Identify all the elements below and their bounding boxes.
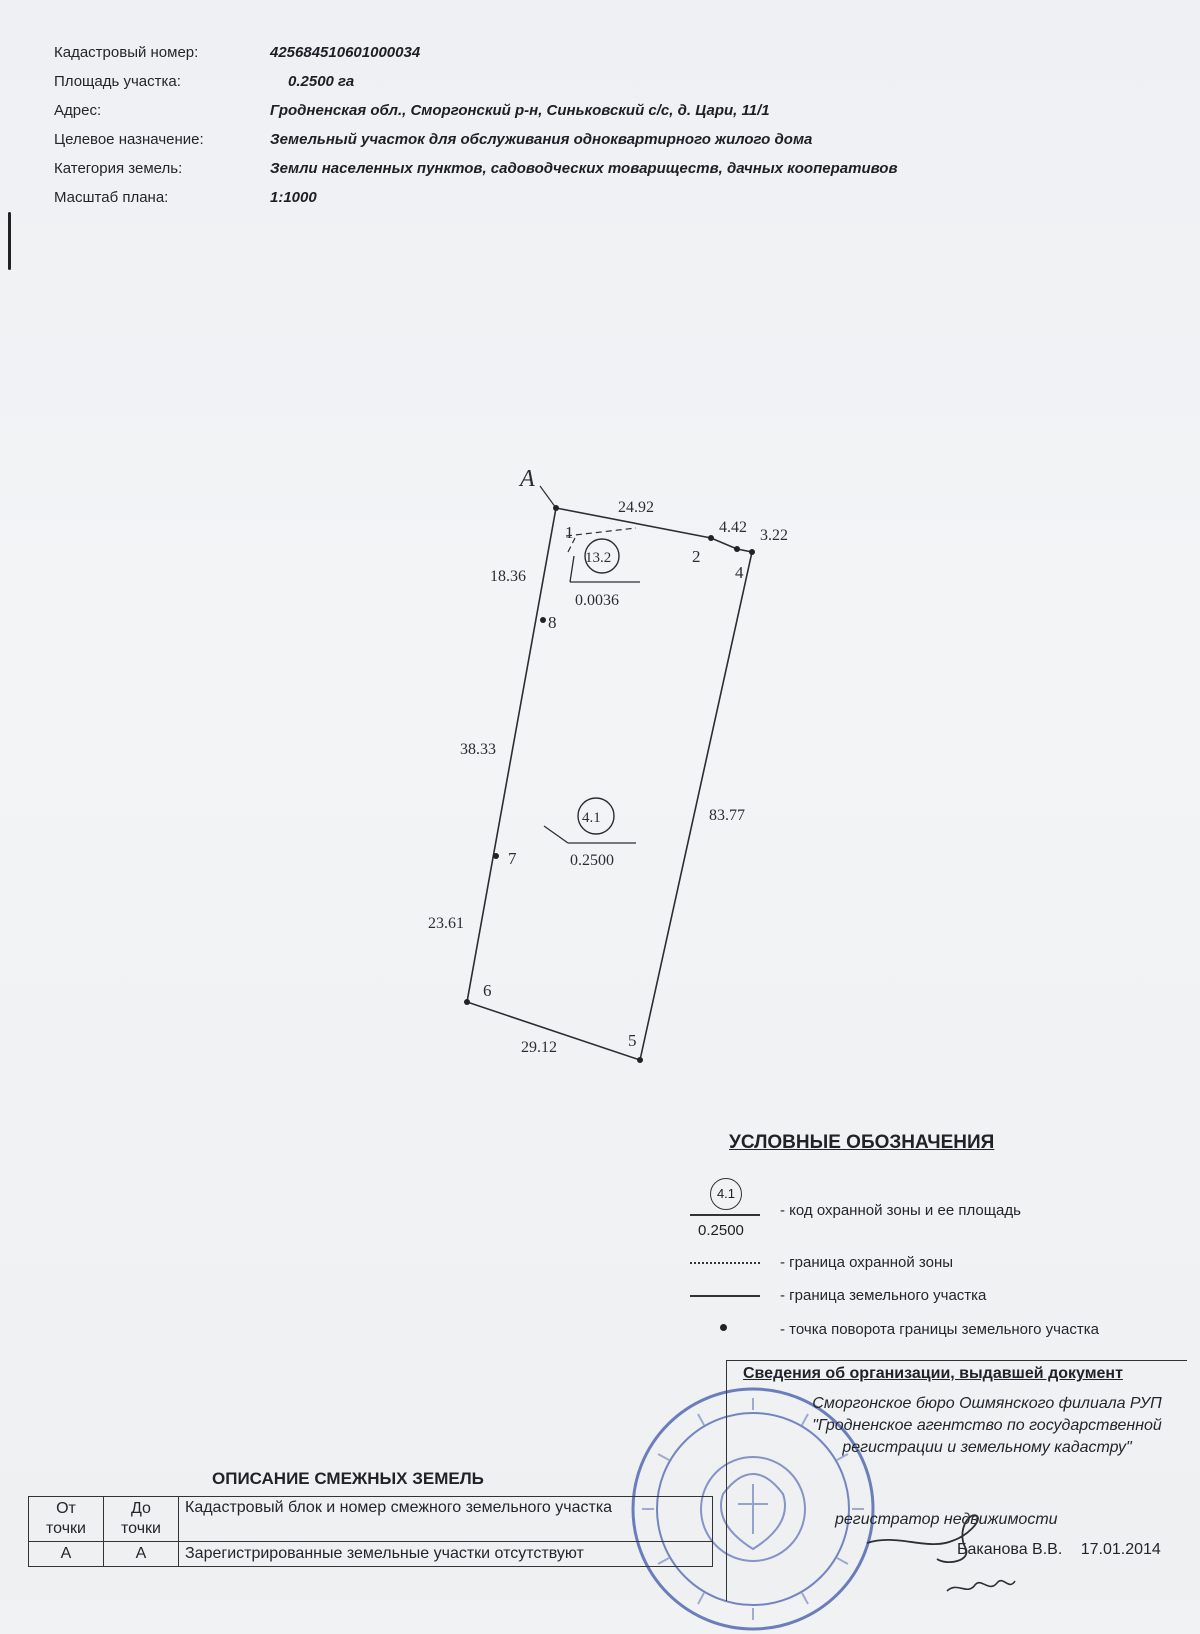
registrar-role: регистратор недвижимости <box>835 1511 1058 1528</box>
parcel-info: Кадастровый номер: 425684510601000034 Пл… <box>54 40 1104 214</box>
info-value: 0.2500 га <box>288 73 355 90</box>
legend-item-turning-point: - точка поворота границы земельного учас… <box>690 1313 1190 1347</box>
legend-item-parcel-boundary: - граница земельного участка <box>690 1279 1190 1313</box>
start-leader <box>539 485 557 509</box>
segment-length: 83.77 <box>709 807 745 824</box>
signature-line: Баканова В.В. 17.01.2014 <box>957 1541 1175 1559</box>
zone-boundary-dashed <box>565 527 637 553</box>
zone-area-label: 0.2500 <box>570 852 614 869</box>
column-header-to: До точки <box>103 1496 179 1542</box>
table-header-row: От точки До точки Кадастровый блок и ном… <box>28 1496 713 1542</box>
turning-point-dot <box>493 853 499 859</box>
info-value: Земли населенных пунктов, садоводческих … <box>270 160 898 177</box>
point-label: 2 <box>692 547 701 566</box>
zone-leader <box>569 555 575 583</box>
column-header-description: Кадастровый блок и номер смежного земель… <box>178 1496 713 1542</box>
info-value: Земельный участок для обслуживания однок… <box>270 131 813 148</box>
point-label: 1 <box>565 523 574 542</box>
info-row-address: Адрес: Гродненская обл., Сморгонский р-н… <box>54 98 1104 127</box>
turning-point-dot <box>708 535 714 541</box>
parcel-boundary <box>466 507 753 1062</box>
turning-point-dot <box>553 505 559 511</box>
point-label: 5 <box>628 1031 637 1050</box>
zone-area-label: 0.0036 <box>575 592 619 609</box>
organization-name: Сморгонское бюро Ошмянского филиала РУП … <box>812 1395 1162 1456</box>
organization-title: Сведения об организации, выдавшей докуме… <box>743 1365 1123 1382</box>
segment-length: 3.22 <box>760 527 788 544</box>
zone-leader <box>543 825 569 844</box>
binder-mark <box>8 212 11 270</box>
segment-length: 24.92 <box>618 499 654 516</box>
legend-text: - код охранной зоны и ее площадь <box>780 1202 1021 1219</box>
legend-item-zone-code: 4.1 0.2500 - код охранной зоны и ее площ… <box>690 1178 1190 1244</box>
cell-description: Зарегистрированные земельные участки отс… <box>178 1541 713 1567</box>
legend-title: УСЛОВНЫЕ ОБОЗНАЧЕНИЯ <box>729 1132 995 1153</box>
turning-point-dot <box>637 1057 643 1063</box>
zone-code-label: 13.2 <box>585 550 611 566</box>
column-header-from: От точки <box>28 1496 104 1542</box>
legend-symbol-dotted-line <box>690 1246 766 1280</box>
handwritten-signature <box>866 1514 1016 1592</box>
zone-code-circle <box>584 538 620 574</box>
point-label: 6 <box>483 981 492 1000</box>
info-row-land-category: Категория земель: Земли населенных пункт… <box>54 156 1104 185</box>
info-value: 1:1000 <box>270 189 317 206</box>
info-label: Масштаб плана: <box>54 189 169 206</box>
issue-date: 17.01.2014 <box>1080 1541 1161 1558</box>
turning-point-dot <box>734 546 740 552</box>
info-label: Целевое назначение: <box>54 131 204 148</box>
cell-to: A <box>103 1541 179 1567</box>
adjacent-lands-table: От точки До точки Кадастровый блок и ном… <box>28 1496 713 1567</box>
legend-symbol-zone-code: 4.1 0.2500 <box>690 1178 766 1239</box>
legend-symbol-solid-line <box>690 1279 766 1313</box>
info-row-cadastral-number: Кадастровый номер: 425684510601000034 <box>54 40 1104 69</box>
info-row-scale: Масштаб плана: 1:1000 <box>54 185 1104 214</box>
segment-length: 23.61 <box>428 915 464 932</box>
point-label: 8 <box>548 613 557 632</box>
segment-length: 29.12 <box>521 1039 557 1056</box>
parcel-plan: A 13.2 0.0036 4.1 0.2500 1 2 4 5 6 7 8 2… <box>428 466 788 1063</box>
point-label: 4 <box>735 563 744 582</box>
point-label: 7 <box>508 849 517 868</box>
turning-point-dot <box>464 999 470 1005</box>
cell-from: A <box>28 1541 104 1567</box>
issuing-organization: Сведения об организации, выдавшей докуме… <box>726 1360 1187 1601</box>
info-row-area: Площадь участка: 0.2500 га <box>54 69 1104 98</box>
legend-text: - граница охранной зоны <box>780 1254 954 1271</box>
zone-underline <box>690 1214 760 1216</box>
legend-text: - граница земельного участка <box>780 1287 987 1304</box>
adjacent-lands-title: ОПИСАНИЕ СМЕЖНЫХ ЗЕМЕЛЬ <box>212 1469 484 1488</box>
legend-symbol-dot <box>690 1313 766 1347</box>
legend-text: - точка поворота границы земельного учас… <box>780 1321 1099 1338</box>
segment-length: 4.42 <box>719 519 747 536</box>
info-label: Кадастровый номер: <box>54 44 199 61</box>
info-label: Площадь участка: <box>54 73 181 90</box>
zone-code-circle: 4.1 <box>710 1178 742 1210</box>
start-label: A <box>518 466 535 492</box>
turning-point-dot <box>540 617 546 623</box>
signer-name: Баканова В.В. <box>957 1541 1063 1558</box>
info-value: Гродненская обл., Сморгонский р-н, Синьк… <box>270 102 770 119</box>
turning-point-dot <box>749 549 755 555</box>
segment-length: 38.33 <box>460 741 496 758</box>
zone-code-label: 4.1 <box>582 810 601 826</box>
legend-item-zone-boundary: - граница охранной зоны <box>690 1246 1190 1280</box>
zone-area-label: 0.2500 <box>698 1222 744 1239</box>
info-value: 425684510601000034 <box>270 44 421 61</box>
zone-code-circle <box>577 797 615 835</box>
info-label: Адрес: <box>54 102 102 119</box>
info-label: Категория земель: <box>54 160 183 177</box>
info-row-purpose: Целевое назначение: Земельный участок дл… <box>54 127 1104 156</box>
segment-length: 18.36 <box>490 568 526 585</box>
table-row: A A Зарегистрированные земельные участки… <box>28 1541 713 1567</box>
